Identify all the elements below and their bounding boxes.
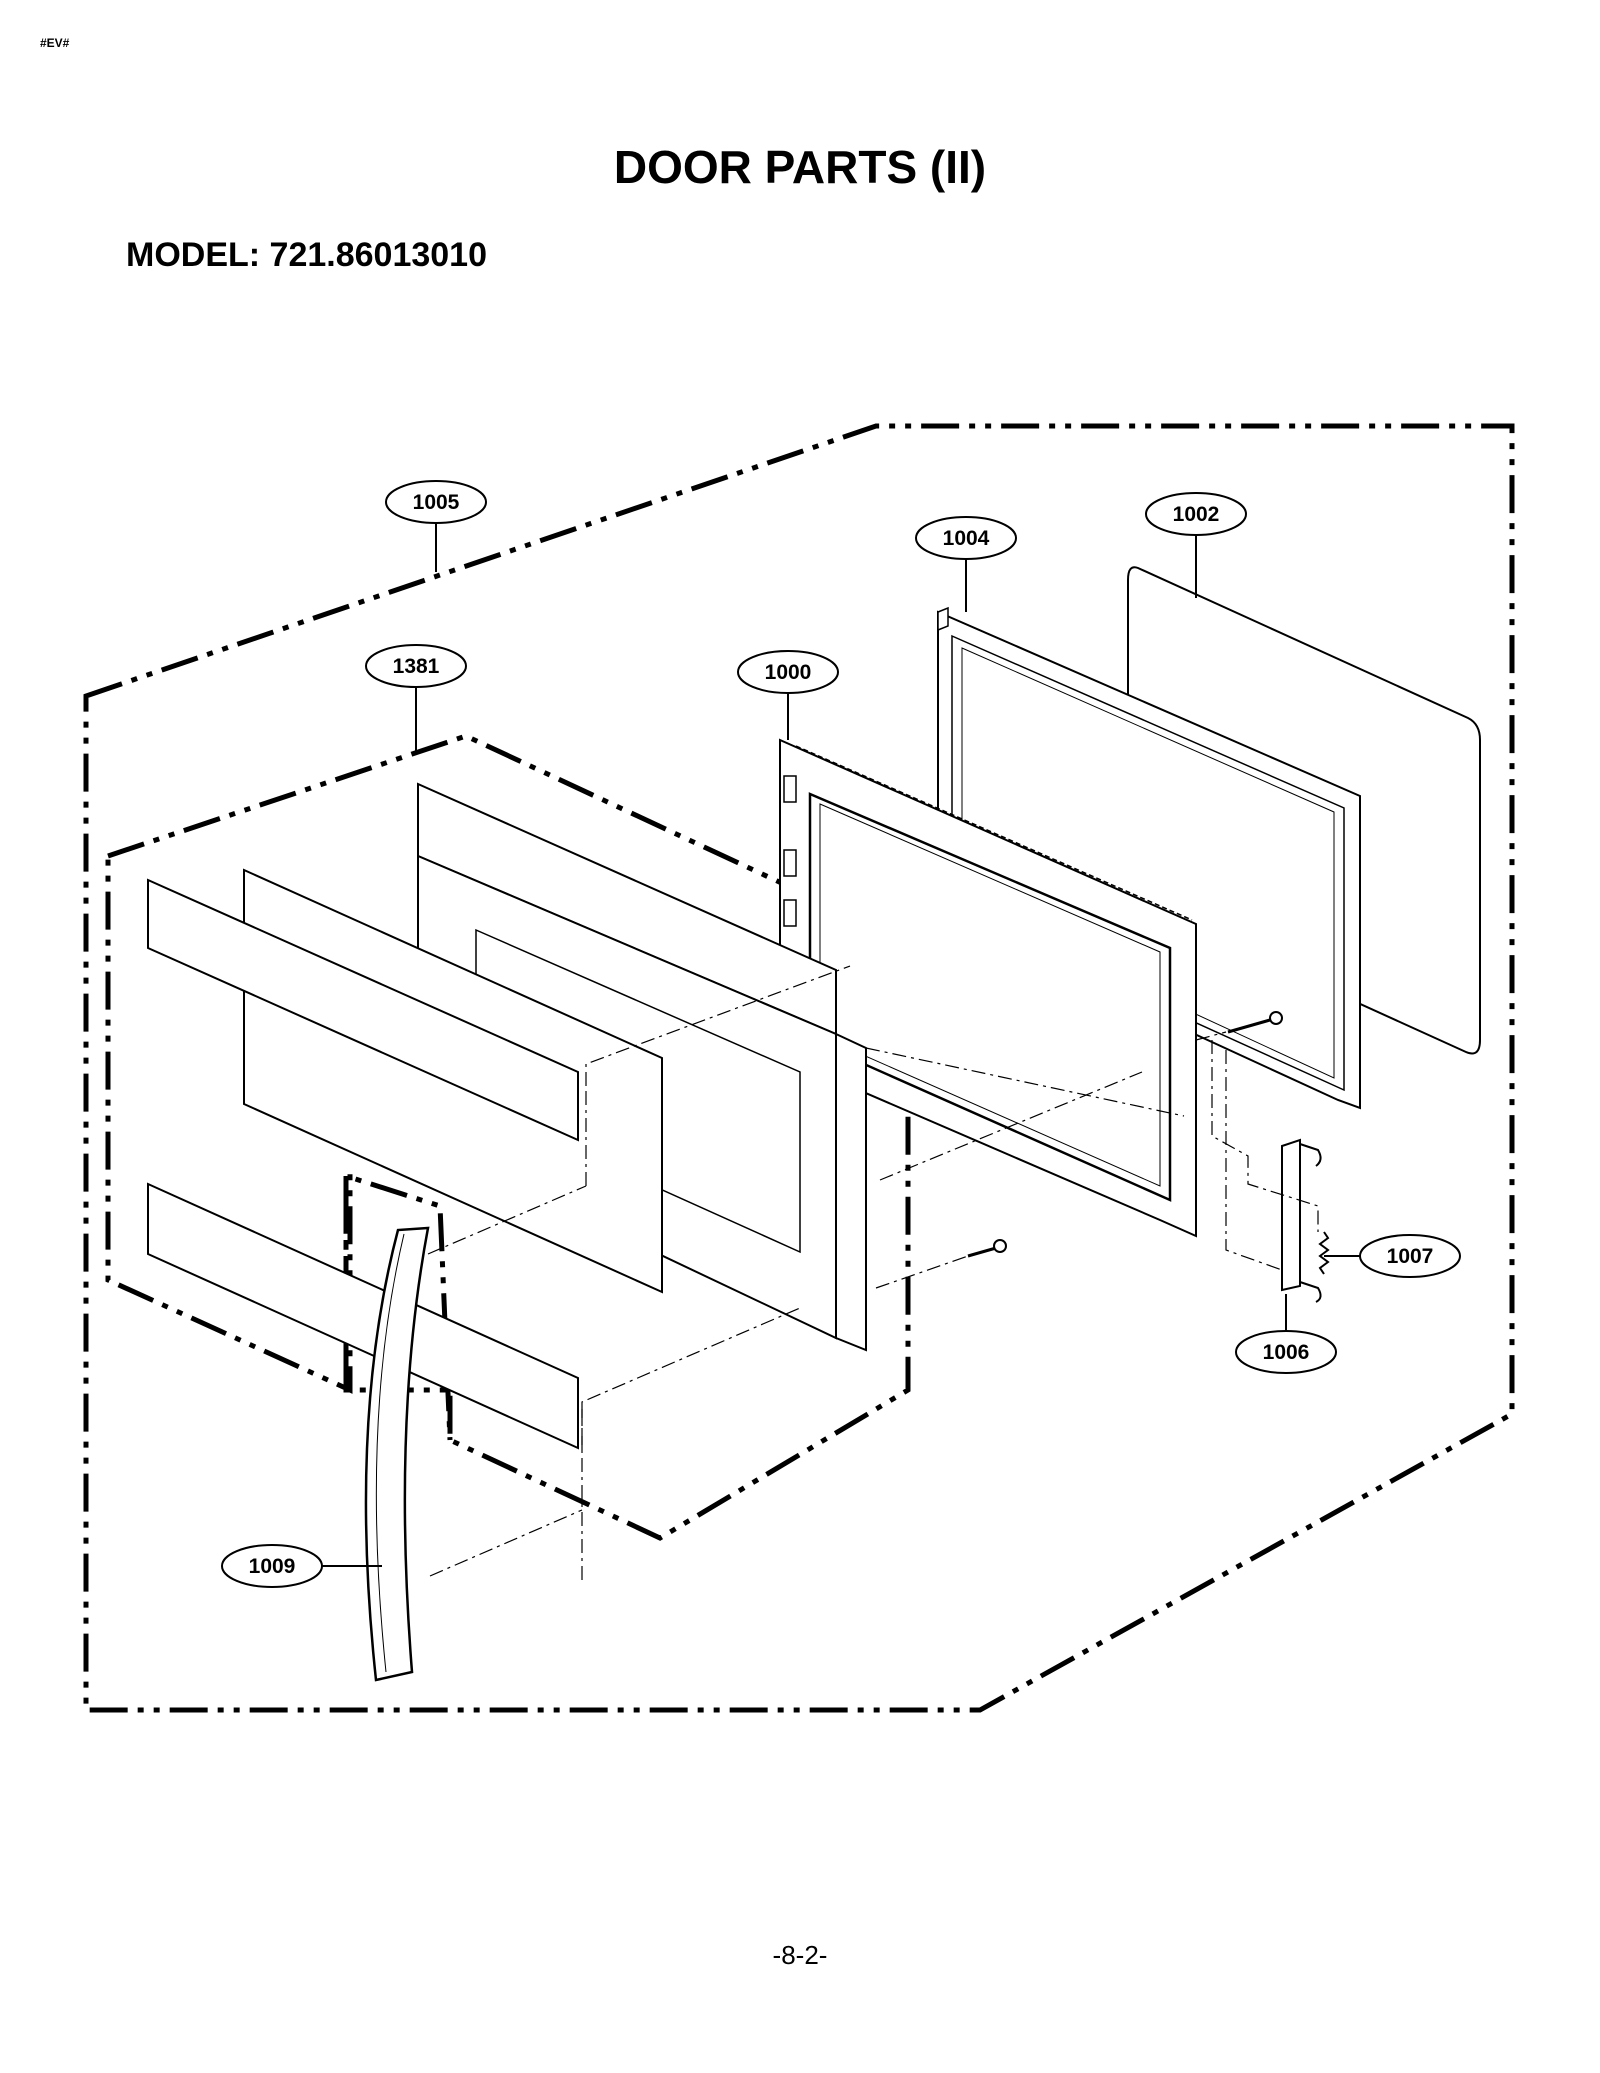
callout-leaders: [322, 523, 1360, 1567]
callout-1000: 1000: [737, 650, 839, 694]
assembly-boundary-1005: [83, 423, 1515, 1713]
callout-1004: 1004: [915, 516, 1017, 560]
svg-text:1000: 1000: [765, 661, 812, 684]
door-bottom-trim: [147, 1182, 579, 1450]
callout-1381: 1381: [365, 644, 467, 688]
svg-text:1004: 1004: [943, 527, 990, 550]
svg-text:1005: 1005: [413, 491, 460, 514]
callout-1005: 1005: [385, 480, 487, 524]
svg-text:1007: 1007: [1387, 1245, 1434, 1268]
door-top-trim: [147, 878, 579, 1142]
callout-1007: 1007: [1359, 1234, 1461, 1278]
page-number: -8-2-: [772, 1940, 828, 1970]
svg-text:1009: 1009: [249, 1555, 296, 1578]
callout-1006: 1006: [1235, 1330, 1337, 1374]
callout-1009: 1009: [221, 1544, 323, 1588]
screw-lower: [967, 1239, 1007, 1258]
svg-text:1006: 1006: [1263, 1341, 1310, 1364]
corner-tag: #EV#: [40, 36, 70, 50]
part-1007-spring: [1318, 1231, 1330, 1275]
svg-text:1002: 1002: [1173, 503, 1220, 526]
svg-text:1381: 1381: [393, 655, 440, 678]
part-1006-latch: [1281, 1138, 1322, 1303]
callout-1002: 1002: [1145, 492, 1247, 536]
assembly-guide-lines: [427, 965, 1319, 1580]
screw-upper: [1227, 1011, 1283, 1034]
page-title: DOOR PARTS (II): [613, 141, 987, 193]
model-number: MODEL: 721.86013010: [126, 236, 487, 274]
